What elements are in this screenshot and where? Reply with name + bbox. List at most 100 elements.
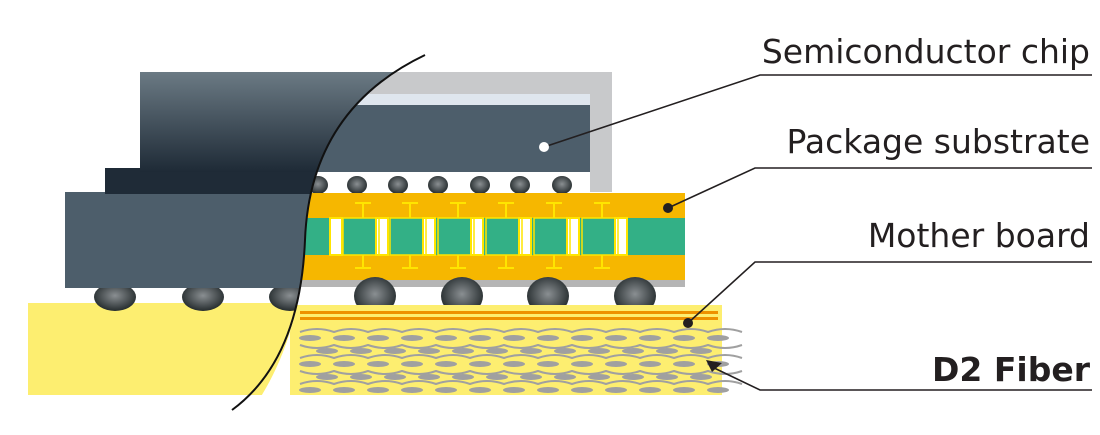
fiber-bundle [384, 374, 406, 380]
fiber-bundle [452, 348, 474, 354]
core-pad [389, 217, 427, 256]
via-trace [355, 202, 371, 269]
fiber-bundle [469, 335, 491, 341]
fiber-bundle [316, 348, 338, 354]
copper-layer [300, 311, 718, 314]
fiber-bundle [707, 335, 729, 341]
fiber-bundle [418, 374, 440, 380]
leader-fiber [709, 365, 1092, 391]
fiber-bundle [299, 361, 321, 367]
fiber-bundle [452, 374, 474, 380]
fiber-bundle [299, 335, 321, 341]
fiber-bundle [673, 387, 695, 393]
fiber-bundle [401, 361, 423, 367]
fiber-bundle [520, 374, 542, 380]
micro-bump [347, 176, 367, 194]
solder-ball [182, 283, 224, 311]
core-pad [342, 217, 380, 256]
micro-bump [388, 176, 408, 194]
micro-bump [470, 176, 490, 194]
through-hole [566, 217, 580, 256]
fiber-bundle [367, 361, 389, 367]
fiber-bundle [554, 348, 576, 354]
fiber-bundle [350, 348, 372, 354]
micro-bump [510, 176, 530, 194]
solder-resist [290, 280, 685, 287]
fiber-bundle [486, 374, 508, 380]
fiber-bundle [673, 361, 695, 367]
fiber-bundle [520, 348, 542, 354]
fiber-bundle [639, 361, 661, 367]
leader-motherboard [687, 261, 1092, 324]
fiber-bundle [622, 348, 644, 354]
micro-bump [552, 176, 572, 194]
marker-substrate [663, 203, 673, 213]
copper-layer [300, 317, 718, 320]
glass-fiber-yarn [299, 328, 743, 334]
fiber-bundle [639, 335, 661, 341]
marker-motherboard [683, 318, 693, 328]
fiber-bundle [299, 387, 321, 393]
label-mother-board: Mother board [868, 216, 1090, 255]
fiber-bundle [401, 387, 423, 393]
micro-bump [428, 176, 448, 194]
fiber-bundle [537, 361, 559, 367]
fiber-bundle [588, 348, 610, 354]
fiber-bundle [571, 361, 593, 367]
via-trace [450, 202, 466, 269]
leader-lines [543, 74, 1092, 391]
fiber-bundle [469, 387, 491, 393]
fiber-bundle [401, 335, 423, 341]
fiber-bundle [656, 348, 678, 354]
arrow-fiber [706, 360, 722, 372]
chip-step [105, 168, 345, 194]
fiber-bundle [503, 361, 525, 367]
marker-chip [539, 142, 549, 152]
fiber-bundle [571, 335, 593, 341]
core-pad [485, 217, 523, 256]
fiber-bundle [435, 361, 457, 367]
solder-ball [94, 283, 136, 311]
fiber-bundle [656, 374, 678, 380]
fiber-bundle [333, 361, 355, 367]
fiber-bundle [588, 374, 610, 380]
fiber-bundle [333, 335, 355, 341]
through-hole [614, 217, 628, 256]
leader-chip [543, 74, 1092, 148]
label-semiconductor-chip: Semiconductor chip [762, 32, 1090, 71]
core-pad [437, 217, 475, 256]
fiber-bundle [707, 387, 729, 393]
fiber-bundle [690, 374, 712, 380]
fiber-bundle [435, 335, 457, 341]
fiber-bundle [316, 374, 338, 380]
fiber-bundle [384, 348, 406, 354]
through-hole [329, 217, 343, 256]
through-hole [375, 217, 389, 256]
label-d2-fiber: D2 Fiber [932, 350, 1091, 389]
through-hole [518, 217, 532, 256]
fiber-bundle [639, 387, 661, 393]
fiber-bundle [486, 348, 508, 354]
glass-fiber-yarn [299, 369, 743, 375]
through-hole [470, 217, 484, 256]
fiber-bundle [537, 335, 559, 341]
fiber-bundle [605, 335, 627, 341]
fiber-bundle [673, 335, 695, 341]
fiber-bundle [333, 387, 355, 393]
fiber-bundle [622, 374, 644, 380]
core-pad [533, 217, 571, 256]
cutaway-line [231, 54, 426, 411]
cutaway-view [290, 72, 743, 395]
fiber-bundle [350, 374, 372, 380]
glass-fiber-yarn [299, 354, 743, 360]
fiber-bundle [503, 335, 525, 341]
glass-fiber-yarn [299, 343, 743, 349]
fiber-bundle [605, 361, 627, 367]
via-trace [402, 202, 418, 269]
glass-fiber-yarn [299, 380, 743, 386]
fiber-bundle [554, 374, 576, 380]
leader-substrate [667, 167, 1092, 209]
via-trace [546, 202, 562, 269]
via-trace [498, 202, 514, 269]
fiber-bundle [418, 348, 440, 354]
